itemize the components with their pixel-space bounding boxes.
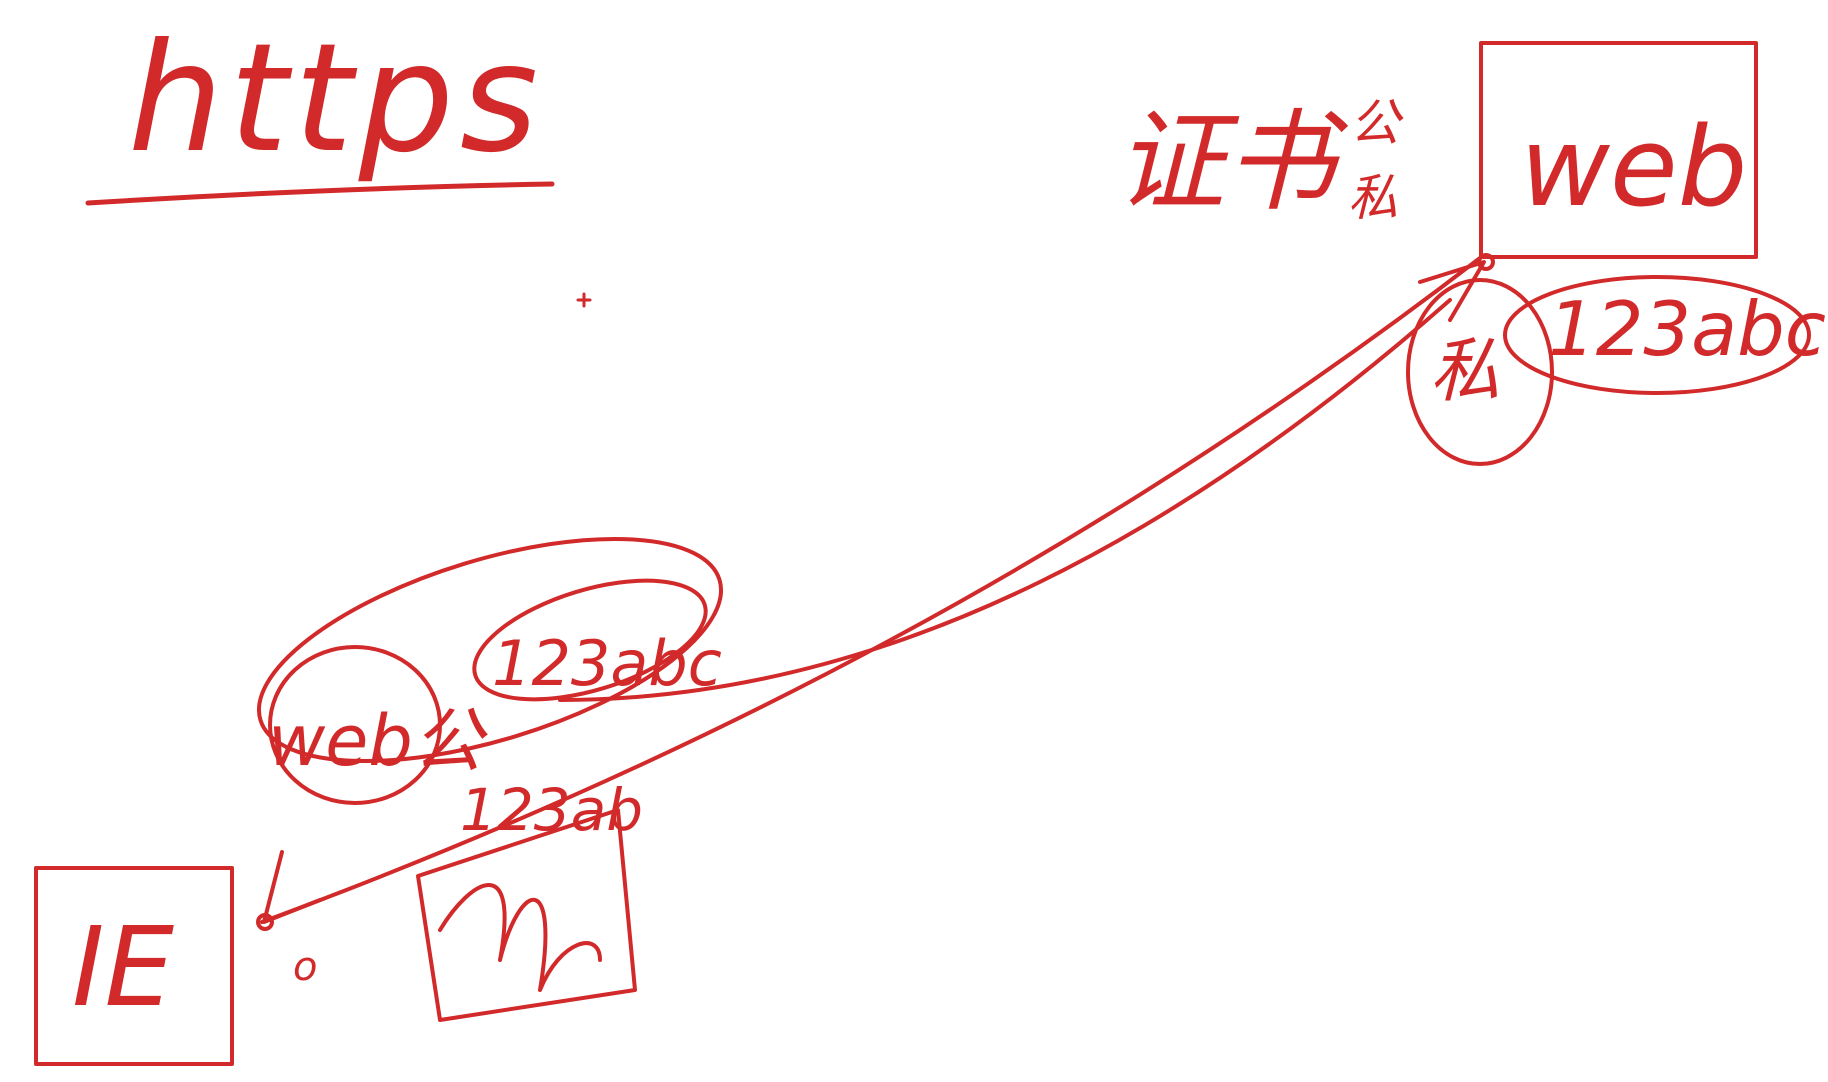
packet-token-label: 123abc xyxy=(492,627,722,700)
server-arrowhead xyxy=(1418,260,1486,322)
title-underline xyxy=(85,181,555,206)
public-key-mark: 公 xyxy=(1350,94,1404,152)
packet-token-ellipse xyxy=(472,578,708,702)
paper-outline xyxy=(416,808,637,1022)
client-box xyxy=(34,866,234,1066)
packet-ellipse xyxy=(256,536,724,764)
request-curve xyxy=(260,256,1482,924)
client-arrowhead xyxy=(262,850,322,924)
title-text: https xyxy=(128,12,544,186)
private-key-mark: 私 xyxy=(1348,169,1398,227)
client-label: IE xyxy=(72,903,174,1031)
server-key-label: 私 xyxy=(1430,330,1500,412)
server-token-ellipse xyxy=(1503,275,1811,395)
server-token-label: 123abc xyxy=(1548,285,1826,373)
response-curve xyxy=(558,298,1452,702)
certificate-note: 证书 xyxy=(1115,98,1349,226)
packet-web-ellipse xyxy=(268,645,442,805)
client-dot xyxy=(256,913,274,931)
server-key-ellipse xyxy=(1406,278,1554,466)
paper-token-label: 123ab xyxy=(460,776,643,844)
server-label: web xyxy=(1520,103,1747,231)
plus-mark xyxy=(576,292,592,308)
paper-scribble xyxy=(438,883,602,992)
server-box xyxy=(1479,41,1758,259)
client-mark: o xyxy=(293,944,317,990)
packet-web-label: web公 xyxy=(268,700,489,782)
